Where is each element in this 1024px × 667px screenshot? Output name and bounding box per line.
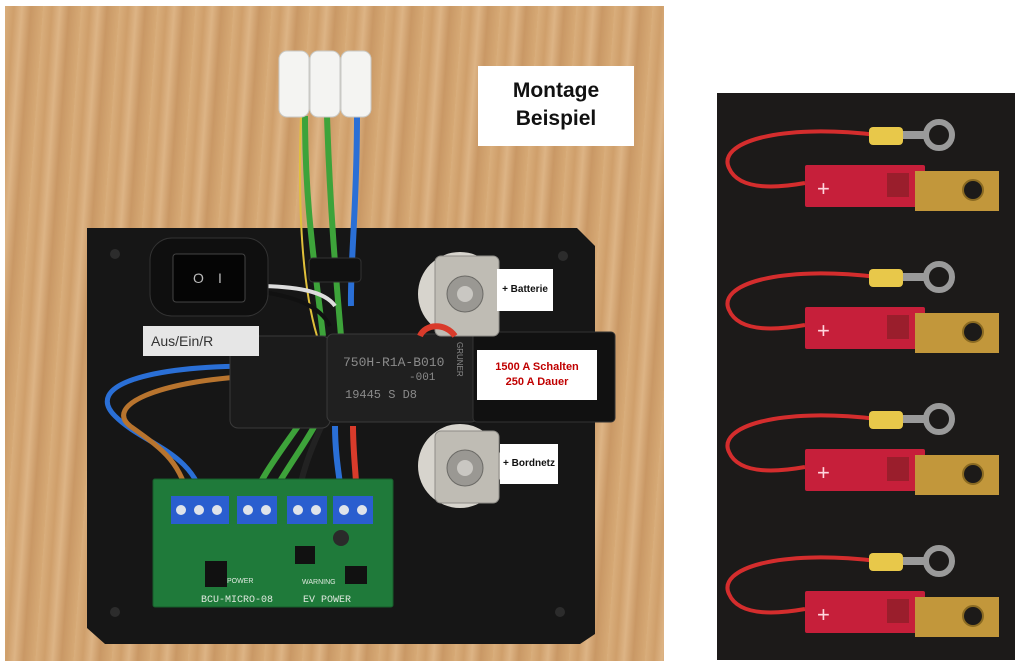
relay-marking-3: 19445 S D8 [345, 388, 417, 402]
battery-terminal [417, 252, 502, 338]
battery-label-box: + Batterie [497, 269, 553, 311]
wire-connectors [278, 50, 372, 118]
onboard-label: + Bordnetz [503, 458, 555, 469]
title-line-2: Beispiel [515, 107, 597, 130]
pcb-warning-label: WARNING [302, 579, 336, 586]
switch-on-glyph: I [218, 270, 222, 286]
sensor-photo: + [717, 93, 1015, 660]
rating-line-2: 250 A Dauer [505, 376, 569, 388]
current-sensor-1 [717, 93, 1015, 235]
pcb-marking: BCU-MICRO-08 [201, 595, 273, 606]
rating-box: 1500 A Schalten 250 A Dauer [477, 350, 597, 400]
onboard-label-box: + Bordnetz [500, 444, 558, 484]
relay-marking-2: -001 [409, 372, 436, 384]
title-line-1: Montage [512, 79, 600, 102]
current-sensor-4 [717, 519, 1015, 660]
onboard-terminal [418, 424, 502, 508]
pcb-power2-label: POWER [227, 578, 253, 585]
rating-line-1: 1500 A Schalten [495, 361, 579, 373]
pcb-power-label: EV POWER [303, 595, 351, 606]
switch-label: Aus/Ein/R [151, 333, 214, 349]
relay-marking-1: 750H-R1A-B010 [343, 355, 444, 370]
assembly-photo: O I 750H-R1A-B010 -001 19445 S D8 GRUNER [5, 6, 664, 661]
title-box: Montage Beispiel [478, 66, 634, 146]
rocker-switch: O I [149, 237, 269, 317]
relay-marking-4: GRUNER [455, 342, 464, 377]
battery-label: + Batterie [502, 284, 548, 295]
current-sensor-2 [717, 235, 1015, 377]
current-sensor-3 [717, 377, 1015, 519]
switch-off-glyph: O [193, 270, 204, 286]
control-pcb: BCU-MICRO-08 EV POWER WARNING POWER [152, 478, 394, 608]
switch-label-box: Aus/Ein/R [143, 326, 259, 356]
sensor-illustration: + [717, 93, 1015, 660]
